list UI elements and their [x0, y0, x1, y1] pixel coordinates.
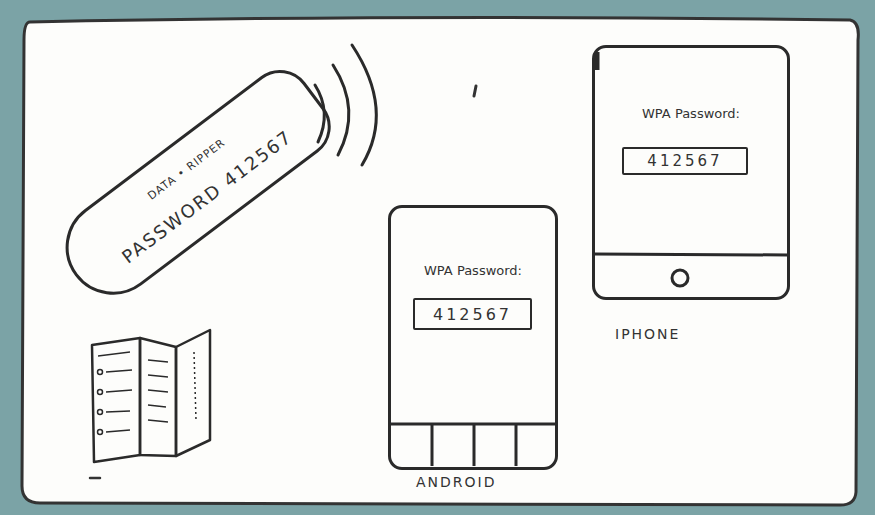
- brochure-scribble: [194, 352, 196, 420]
- brochure-panel: [140, 338, 176, 456]
- brochure-icon: [92, 330, 210, 462]
- stray-mark: [90, 477, 100, 480]
- password-field: 412567: [622, 147, 748, 175]
- wifi-arc: [352, 45, 376, 165]
- brochure-panel: [176, 330, 210, 456]
- android-details: [390, 424, 556, 466]
- password-value: 412567: [624, 152, 746, 170]
- password-label: PASSWORD 412567: [81, 98, 333, 295]
- side-button: [595, 52, 600, 70]
- wifi-waves: [315, 45, 376, 165]
- wifi-arc: [315, 85, 324, 142]
- password-value: 412567: [415, 305, 530, 324]
- home-button: [672, 270, 688, 286]
- brochure-bullet: [98, 430, 103, 435]
- android-device: WPA Password:ANDROID412567: [388, 205, 558, 470]
- device-label: ANDROID: [416, 474, 536, 490]
- brochure-scribble: [106, 370, 132, 432]
- paper-sheet: [22, 17, 858, 505]
- brochure-bullet: [98, 370, 103, 375]
- brochure-scribble: [148, 360, 168, 422]
- brochure-bullet: [98, 390, 103, 395]
- brochure-panel: [92, 338, 140, 462]
- field-label: WPA Password:: [595, 106, 787, 121]
- brochure-bullet: [98, 410, 103, 415]
- iphone-device: WPA Password:IPHONE412567: [592, 45, 790, 300]
- field-label: WPA Password:: [391, 263, 555, 278]
- wifi-arc: [333, 65, 349, 155]
- wifi-dongle: DATA • RIPPERPASSWORD 412567: [47, 57, 344, 313]
- password-field: 412567: [413, 298, 532, 330]
- device-name: DATA • RIPPER: [63, 74, 310, 265]
- nav-keys: [432, 424, 516, 466]
- iphone-details: [594, 52, 788, 286]
- stray-mark: [474, 86, 476, 96]
- device-label: IPHONE: [615, 326, 735, 342]
- screen-edge: [594, 254, 788, 255]
- brochure-heading-scribble: [98, 352, 130, 356]
